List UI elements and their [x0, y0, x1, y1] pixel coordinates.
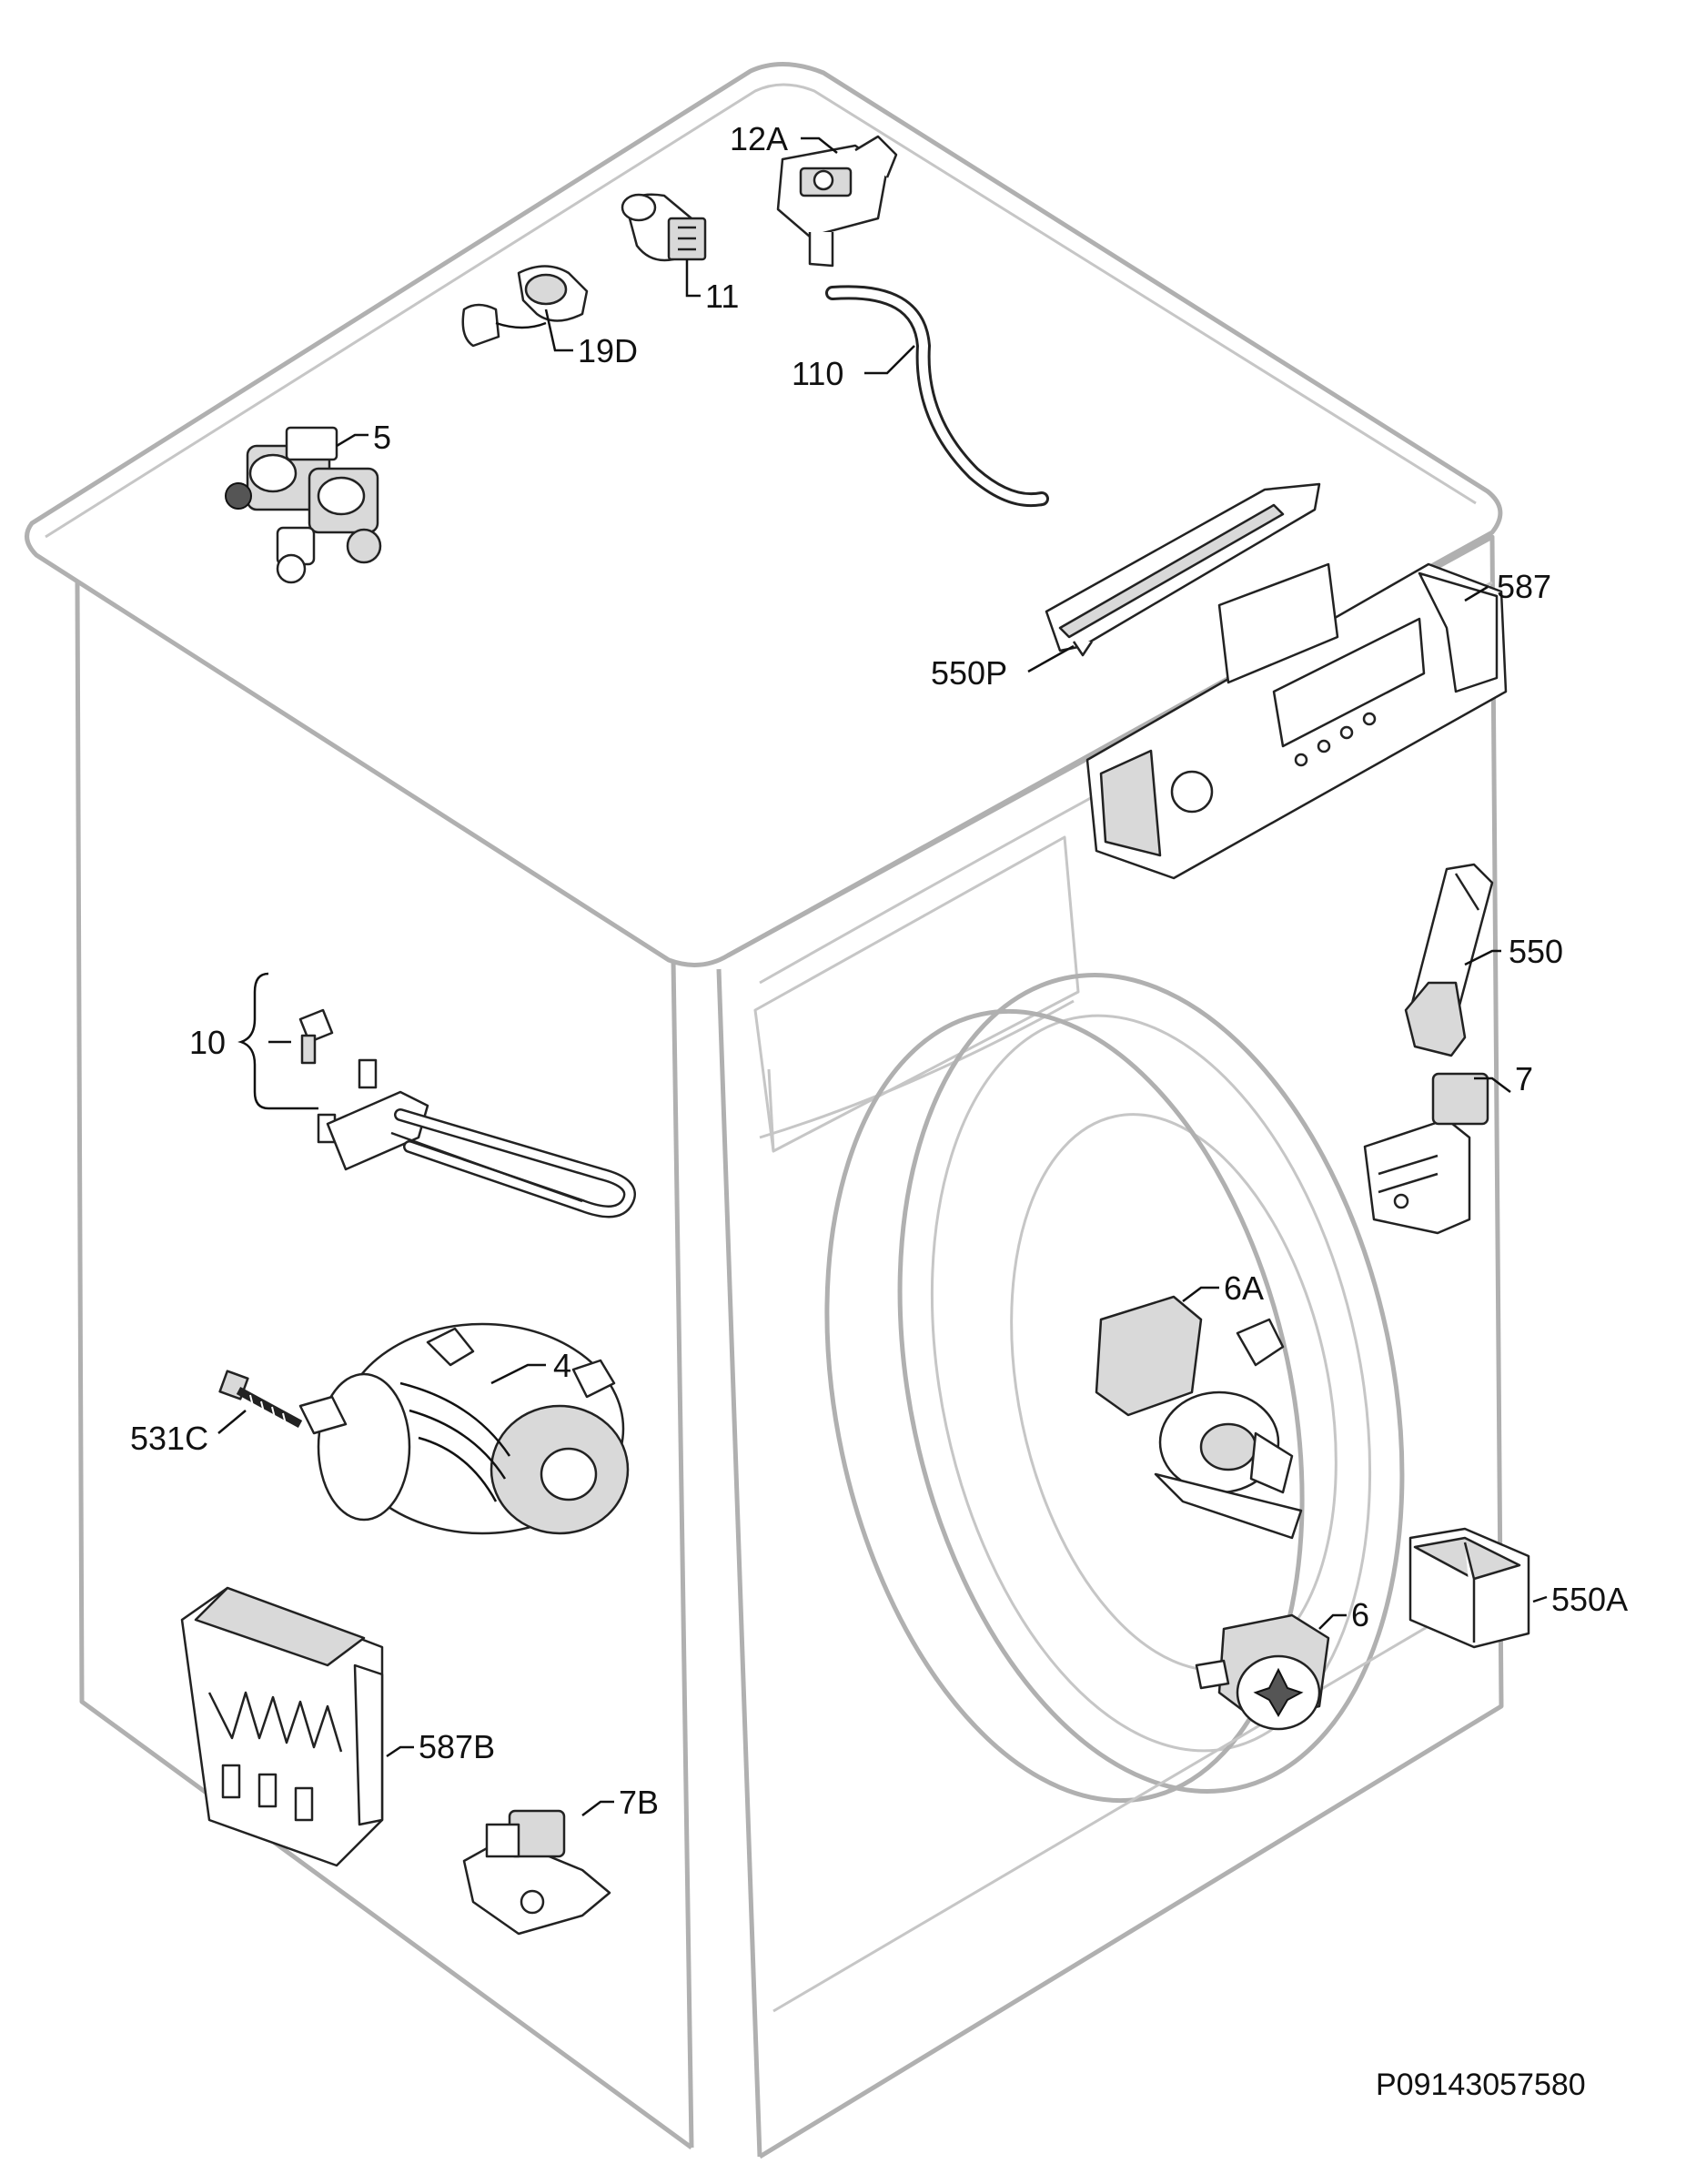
callout-587B: 587B — [419, 1728, 495, 1765]
callout-11: 11 — [705, 278, 739, 315]
bracket-brace-10 — [237, 972, 269, 1110]
part-4-drive-motor — [298, 1322, 630, 1535]
part-531C-bolt — [218, 1370, 303, 1428]
callout-7B: 7B — [619, 1784, 659, 1821]
callout-10: 10 — [189, 1024, 226, 1061]
part-587B-module — [180, 1586, 384, 1867]
washing-machine-cabinet — [25, 62, 1504, 2159]
callout-7: 7 — [1515, 1060, 1533, 1097]
callout-110: 110 — [792, 355, 843, 392]
part-6A-drain-pump — [1095, 1295, 1303, 1540]
part-6-drain-pump — [1195, 1613, 1330, 1731]
part-110-pressure-hose — [825, 285, 1049, 508]
callout-6: 6 — [1351, 1596, 1369, 1633]
callout-12A: 12A — [730, 120, 788, 157]
callout-531C: 531C — [130, 1420, 208, 1457]
drawing-code: P09143057580 — [1376, 2068, 1586, 2102]
callout-550A: 550A — [1551, 1581, 1628, 1618]
part-550P-panel-trim — [1045, 482, 1321, 657]
part-7-door-lock — [1363, 1072, 1489, 1235]
part-10-heating-element — [298, 1008, 636, 1218]
part-587-main-board — [1085, 562, 1508, 880]
callout-550P: 550P — [931, 654, 1007, 692]
part-550A-cover — [1408, 1527, 1530, 1649]
callout-4: 4 — [553, 1347, 571, 1384]
part-550-door-handle — [1404, 863, 1494, 1057]
part-19D-cable-plug — [461, 265, 589, 348]
part-7B-lock-base — [462, 1809, 611, 1936]
callout-5: 5 — [373, 419, 391, 456]
part-11-capacitor — [621, 193, 707, 262]
callout-550: 550 — [1509, 933, 1563, 970]
part-12A-pressure-switch — [776, 135, 898, 268]
leader-lines — [217, 136, 1548, 1816]
callout-19D: 19D — [578, 332, 638, 369]
part-5-inlet-valve — [225, 426, 382, 584]
callout-587: 587 — [1497, 568, 1551, 605]
callout-6A: 6A — [1224, 1269, 1264, 1307]
